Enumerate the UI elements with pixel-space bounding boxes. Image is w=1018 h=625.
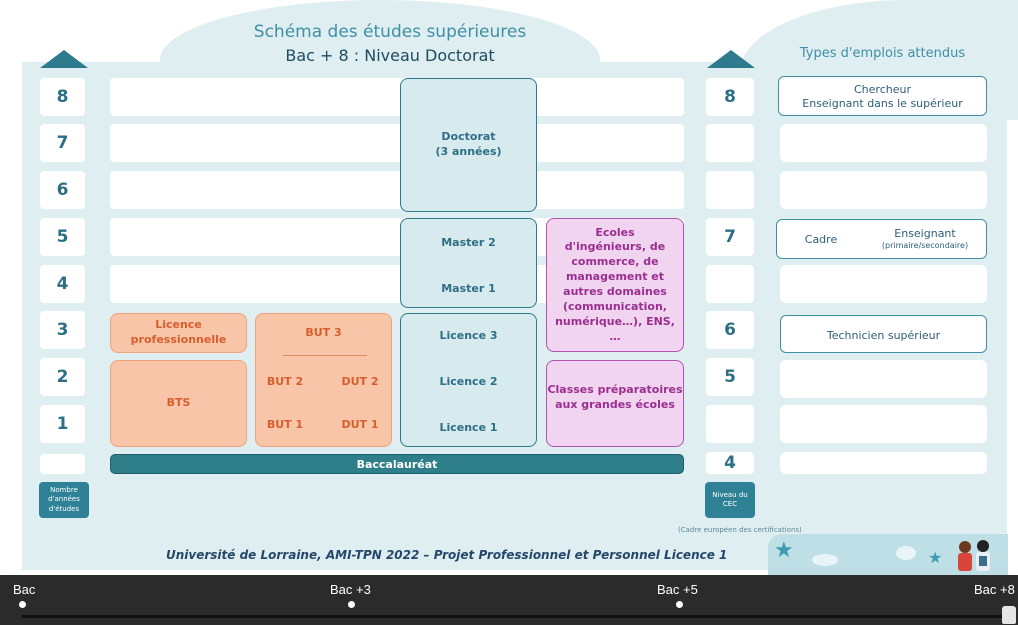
licence3-label: Licence 3 bbox=[439, 329, 498, 342]
level-2: 2 bbox=[40, 358, 85, 396]
licence-pro-label: Licence professionnelle bbox=[130, 318, 227, 346]
up-arrow-icon bbox=[707, 50, 755, 68]
slider-stop-bac5[interactable] bbox=[676, 601, 683, 608]
star-icon: ★ bbox=[774, 538, 794, 563]
job-strip bbox=[780, 452, 987, 474]
job-box-technicien bbox=[780, 315, 987, 353]
row-strip-8 bbox=[110, 78, 684, 116]
level-0-strip bbox=[40, 454, 85, 474]
up-arrow-icon bbox=[40, 50, 88, 68]
level-7: 7 bbox=[40, 124, 85, 162]
ecoles-label: Ecoles d'ingénieurs, de commerce, de man… bbox=[555, 225, 675, 343]
cec-level-4: 4 bbox=[706, 452, 754, 474]
but-box bbox=[255, 313, 392, 447]
slider-handle[interactable] bbox=[1002, 606, 1016, 624]
doctorat-label: Doctorat (3 années) bbox=[435, 130, 502, 158]
licence-box bbox=[400, 313, 537, 447]
job-technicien-label: Technicien supérieur bbox=[826, 329, 941, 342]
cec-level-5: 5 bbox=[706, 358, 754, 396]
prepas-box: Classes préparatoires aux grandes écoles bbox=[546, 360, 684, 447]
level-1: 1 bbox=[40, 405, 85, 443]
but3-label: BUT 3 bbox=[305, 326, 342, 339]
bts-box: BTS bbox=[110, 360, 247, 447]
prepas-label: Classes préparatoires aux grandes écoles bbox=[547, 383, 683, 411]
cec-strip bbox=[706, 124, 754, 162]
but2-label: BUT 2 bbox=[266, 375, 304, 388]
slider-stop-bac[interactable] bbox=[19, 601, 26, 608]
slider-label-bac: Bac bbox=[13, 582, 36, 597]
job-strip bbox=[780, 124, 987, 162]
master2-label: Master 2 bbox=[441, 236, 496, 249]
students-illustration bbox=[950, 538, 1000, 575]
cec-strip bbox=[706, 265, 754, 303]
row-strip-7 bbox=[110, 124, 684, 162]
ecoles-box: Ecoles d'ingénieurs, de commerce, de man… bbox=[546, 218, 684, 352]
cec-note: (Cadre européen des certifications) bbox=[678, 526, 802, 534]
dut1-label: DUT 1 bbox=[341, 418, 379, 431]
level-6: 6 bbox=[40, 171, 85, 209]
page-subtitle: Bac + 8 : Niveau Doctorat bbox=[285, 46, 495, 65]
doctorat-box: Doctorat (3 années) bbox=[400, 78, 537, 212]
cec-level-8: 8 bbox=[706, 78, 754, 116]
cec-level-7: 7 bbox=[706, 218, 754, 256]
licence-pro-box: Licence professionnelle bbox=[110, 313, 247, 353]
years-caption-box: Nombre d'années d'études bbox=[39, 482, 89, 518]
job-box-cadre-enseignant bbox=[776, 219, 987, 259]
jobs-title: Types d'emplois attendus bbox=[799, 46, 966, 61]
dut2-label: DUT 2 bbox=[341, 375, 379, 388]
slider-label-bac3: Bac +3 bbox=[330, 582, 371, 597]
baccalaureat-bar: Baccalauréat bbox=[110, 454, 684, 474]
job-chercheur-label: Chercheur Enseignant dans le supérieur bbox=[802, 83, 963, 110]
level-5: 5 bbox=[40, 218, 85, 256]
slider-label-bac8: Bac +8 bbox=[974, 582, 1015, 597]
but-divider bbox=[283, 355, 367, 356]
master-box bbox=[400, 218, 537, 308]
job-enseignant-label: Enseignant bbox=[894, 227, 956, 240]
cec-level-6: 6 bbox=[706, 311, 754, 349]
but1-label: BUT 1 bbox=[266, 418, 304, 431]
job-enseignant-sub: (primaire/secondaire) bbox=[881, 241, 969, 250]
job-strip bbox=[780, 405, 987, 443]
slider-track[interactable] bbox=[22, 615, 1008, 618]
job-strip bbox=[780, 360, 987, 398]
master1-label: Master 1 bbox=[441, 282, 496, 295]
slider-stop-bac3[interactable] bbox=[348, 601, 355, 608]
page-title: Schéma des études supérieures bbox=[253, 22, 527, 42]
timeline-slider[interactable]: Bac Bac +3 Bac +5 Bac +8 bbox=[0, 575, 1018, 625]
bubble-icon bbox=[812, 554, 838, 566]
level-8: 8 bbox=[40, 78, 85, 116]
job-strip bbox=[780, 265, 987, 303]
cec-strip bbox=[706, 405, 754, 443]
bts-label: BTS bbox=[166, 396, 191, 410]
cec-caption-box: Niveau du CEC bbox=[705, 482, 755, 518]
slider-label-bac5: Bac +5 bbox=[657, 582, 698, 597]
level-4: 4 bbox=[40, 265, 85, 303]
star-icon: ★ bbox=[928, 548, 943, 567]
licence2-label: Licence 2 bbox=[439, 375, 498, 388]
bubble-icon bbox=[896, 546, 916, 560]
job-cadre-label: Cadre bbox=[804, 233, 838, 246]
diagram-stage: Schéma des études supérieures Bac + 8 : … bbox=[22, 0, 1018, 575]
licence1-label: Licence 1 bbox=[439, 421, 498, 434]
footer-credit: Université de Lorraine, AMI-TPN 2022 – P… bbox=[166, 548, 728, 562]
cec-strip bbox=[706, 171, 754, 209]
job-strip bbox=[780, 171, 987, 209]
job-box-chercheur bbox=[778, 76, 987, 116]
row-strip-6 bbox=[110, 171, 684, 209]
level-3: 3 bbox=[40, 311, 85, 349]
